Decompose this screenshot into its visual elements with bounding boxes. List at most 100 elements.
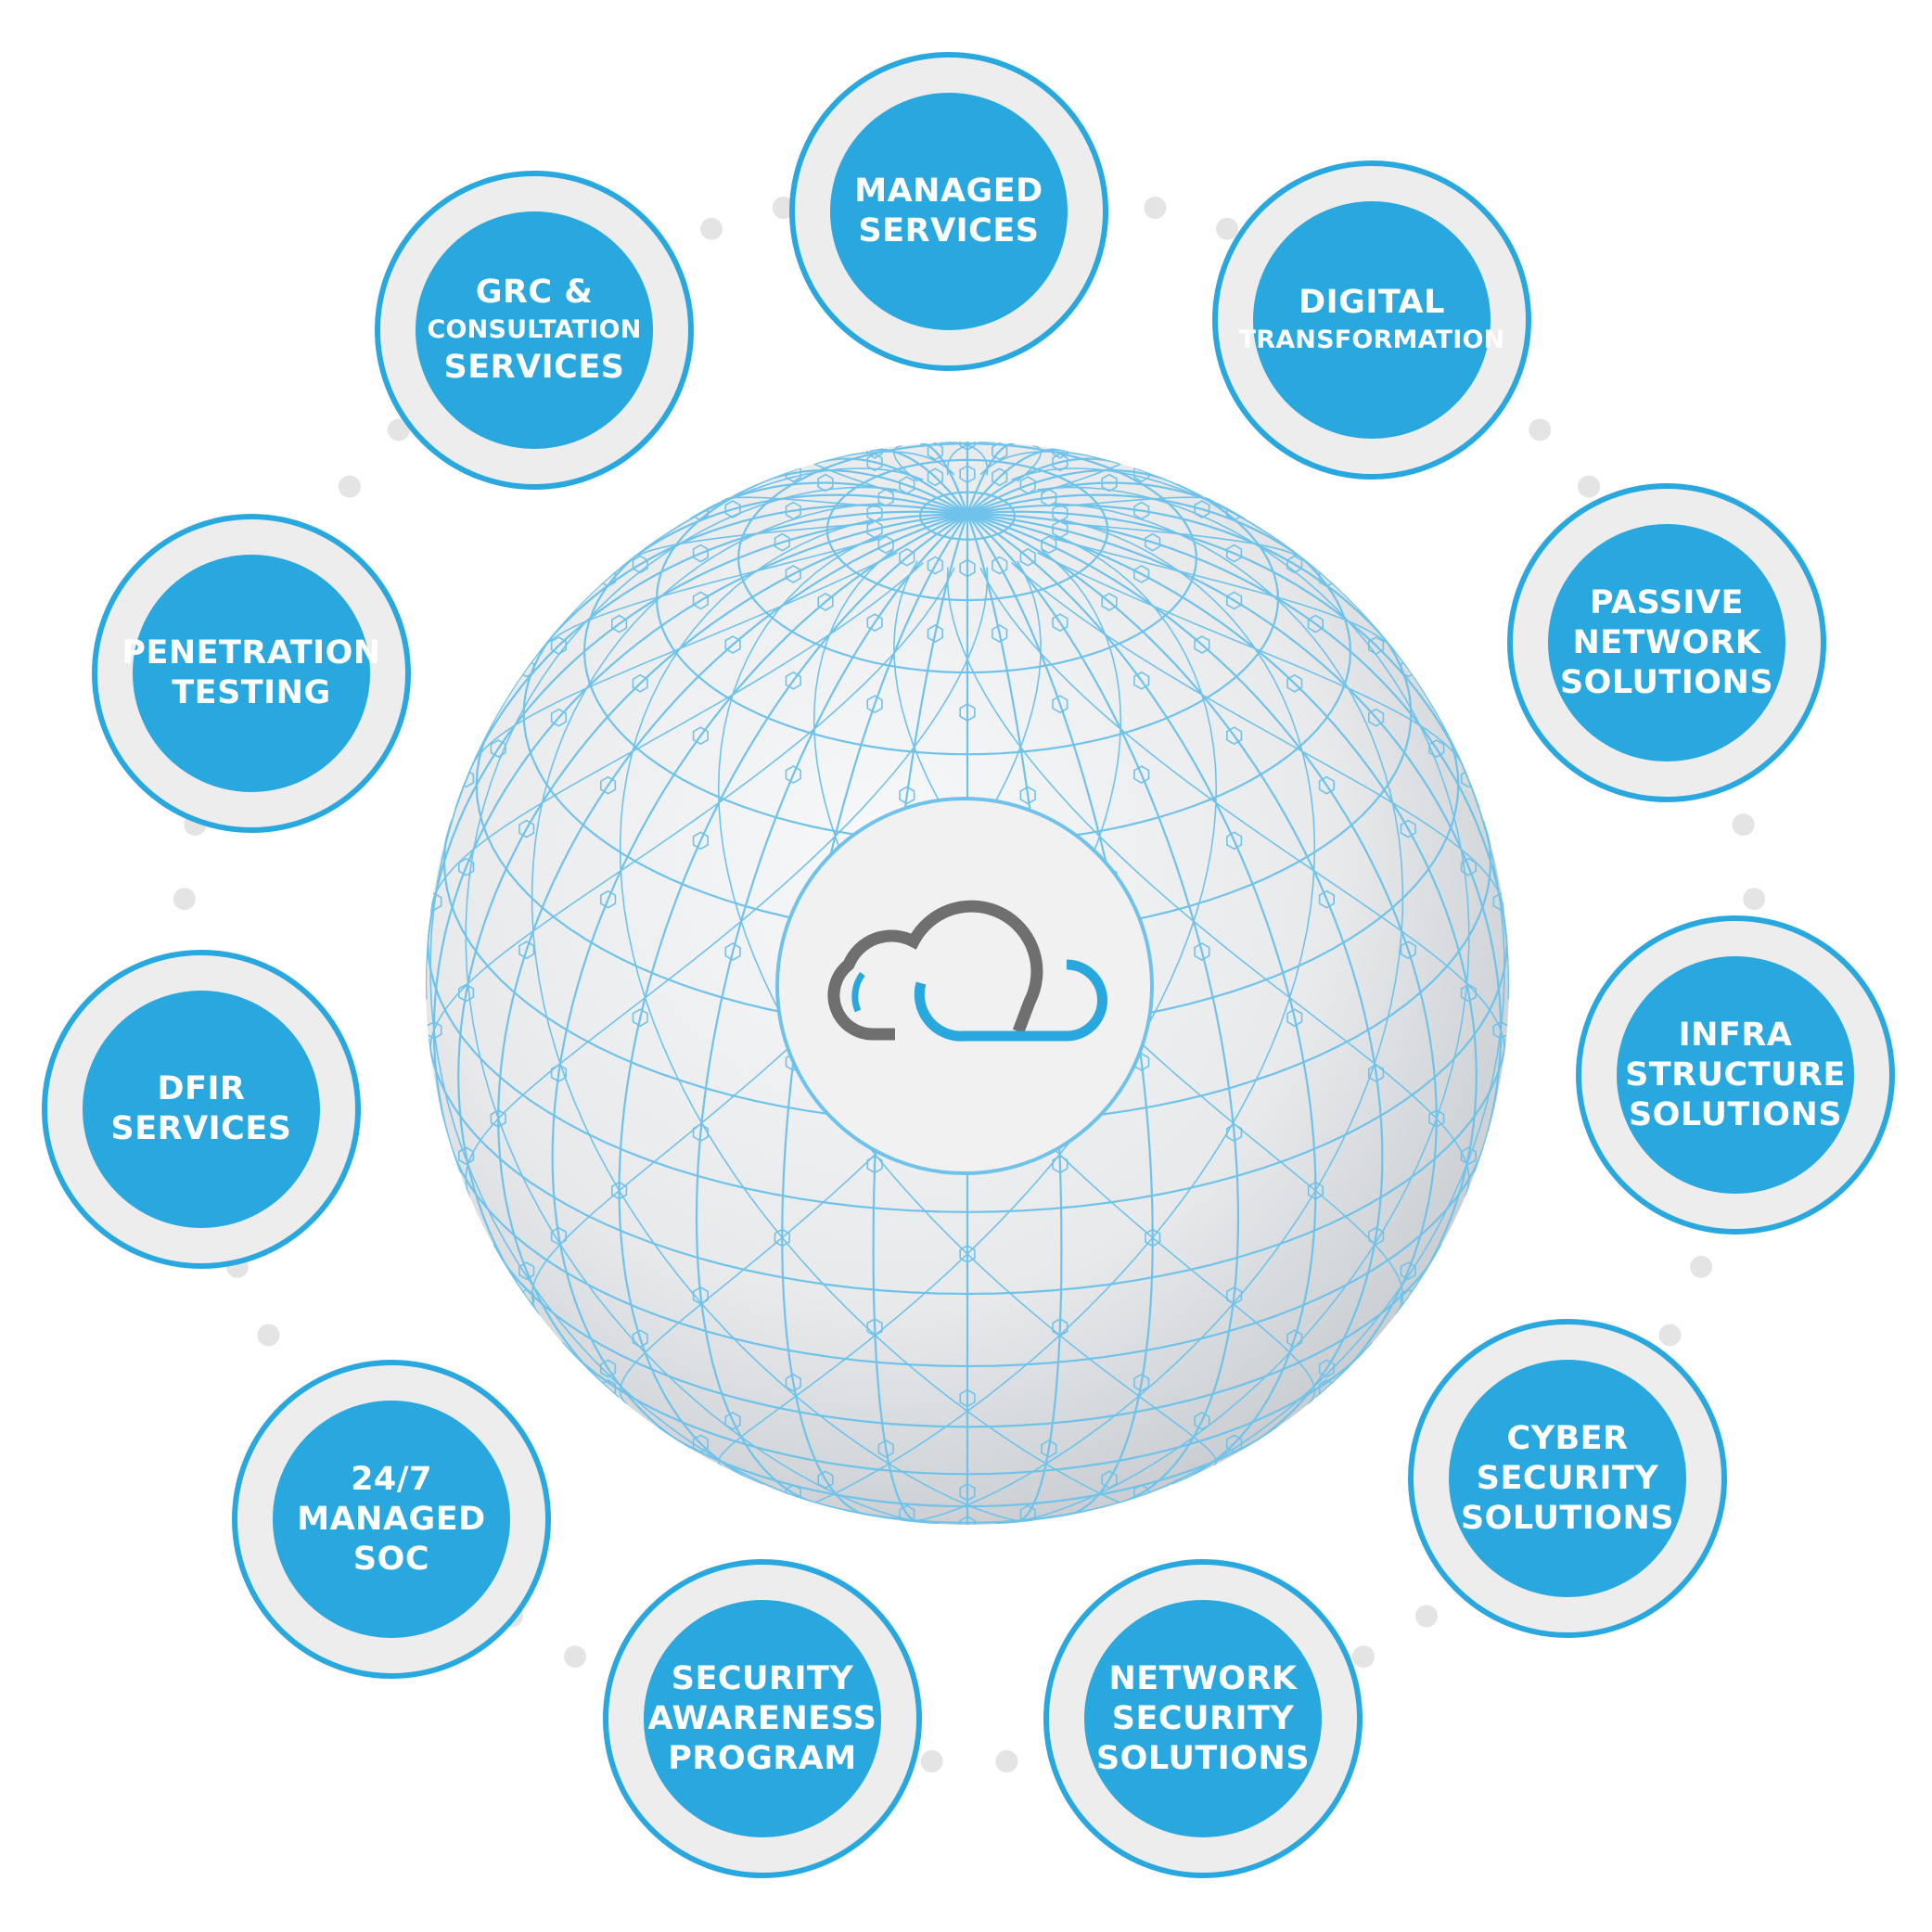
- globe-grid-line: [815, 457, 968, 516]
- globe-grid-node: [1194, 500, 1210, 518]
- globe-grid-node: [877, 535, 894, 555]
- globe-grid-line: [525, 504, 968, 670]
- globe-grid-node: [1133, 765, 1150, 785]
- cloud-icon: [827, 900, 1107, 1042]
- globe-grid-node: [550, 1064, 568, 1082]
- globe-grid-line: [429, 567, 955, 1055]
- globe-grid-node: [1368, 636, 1385, 656]
- globe-grid-line: [618, 513, 968, 1486]
- globe-grid-node: [1400, 1261, 1416, 1281]
- globe-grid-line: [695, 513, 968, 1504]
- globe-grid-line: [966, 457, 1120, 516]
- globe-grid-node: [1428, 739, 1445, 759]
- connector-dot: [1658, 1324, 1682, 1347]
- globe-grid-node: [1052, 504, 1068, 523]
- globe-grid-line: [902, 503, 1404, 1522]
- connector-dot: [1529, 418, 1552, 441]
- globe-grid-line: [813, 518, 1316, 1503]
- globe-grid-line: [465, 567, 989, 1197]
- service-label-line: CONSULTATION: [427, 315, 642, 344]
- connector-dot: [995, 1750, 1018, 1772]
- globe-grid-node: [866, 695, 883, 714]
- globe-grid-node: [1226, 831, 1243, 851]
- service-label-line: PASSIVE: [1590, 583, 1744, 621]
- globe-grid-node: [724, 500, 741, 518]
- globe-grid-node: [899, 786, 915, 805]
- service-label-line: DIGITAL: [1299, 283, 1445, 321]
- globe-grid-line: [966, 513, 1384, 1450]
- globe-grid-node: [992, 441, 1008, 461]
- connector-dot: [700, 217, 723, 240]
- globe-grid-line: [1037, 552, 1466, 771]
- connector-dot: [1578, 475, 1601, 498]
- globe-grid-node: [1052, 453, 1068, 472]
- globe-grid-line: [538, 538, 881, 652]
- globe-grid-node: [457, 1146, 475, 1166]
- globe-grid-node: [1400, 819, 1416, 838]
- service-label-line: AWARENESS: [647, 1699, 877, 1737]
- globe-grid-node: [1194, 1411, 1210, 1430]
- globe-grid-line: [966, 504, 1410, 670]
- globe-grid-node: [959, 441, 976, 451]
- globe-grid-line: [813, 463, 894, 493]
- globe-grid-line: [979, 450, 1118, 476]
- globe-grid-node: [1368, 708, 1385, 727]
- globe-grid-node: [1286, 1008, 1303, 1028]
- globe-grid-node: [692, 726, 710, 746]
- globe-grid-node: [1101, 473, 1118, 493]
- globe-grid-node: [1307, 614, 1324, 633]
- service-label-line: NETWORK: [1572, 623, 1761, 661]
- globe-grid-line: [465, 486, 940, 1525]
- globe-grid-node: [518, 940, 535, 960]
- globe-grid-node: [774, 1228, 790, 1247]
- globe-grid-node: [1041, 535, 1057, 555]
- connector-dot: [1216, 217, 1238, 240]
- service-label-line: STRUCTURE: [1625, 1056, 1846, 1094]
- globe-grid-line: [939, 441, 989, 476]
- connector-dot: [1732, 813, 1755, 837]
- globe-grid-node: [927, 441, 943, 461]
- globe-grid-node: [959, 465, 976, 484]
- globe-grid-node: [692, 1286, 710, 1305]
- globe-grid-node: [1460, 857, 1477, 876]
- globe-grid-node: [1133, 564, 1150, 583]
- service-label-line: SOLUTIONS: [1095, 1739, 1311, 1777]
- globe-grid-line: [966, 513, 1509, 1000]
- globe-grid-node: [959, 1245, 976, 1263]
- globe-grid-node: [692, 831, 710, 851]
- globe-grid-node: [866, 1155, 883, 1174]
- globe-grid-node: [899, 476, 915, 495]
- globe-grid-node: [692, 591, 710, 610]
- globe-grid-node: [610, 1181, 628, 1200]
- globe-grid-node: [632, 1008, 648, 1028]
- globe-grid-node: [1041, 488, 1057, 507]
- service-label-line: SERVICES: [110, 1110, 292, 1147]
- globe-grid-node: [1226, 591, 1243, 610]
- globe-grid-line: [946, 567, 1470, 1197]
- globe-grid-node: [1052, 1318, 1068, 1337]
- globe-grid-node: [1052, 695, 1068, 714]
- globe-grid-line: [752, 468, 968, 516]
- globe-grid-node: [632, 555, 648, 574]
- globe-grid-node: [490, 739, 506, 759]
- globe-grid-line: [1041, 463, 1121, 493]
